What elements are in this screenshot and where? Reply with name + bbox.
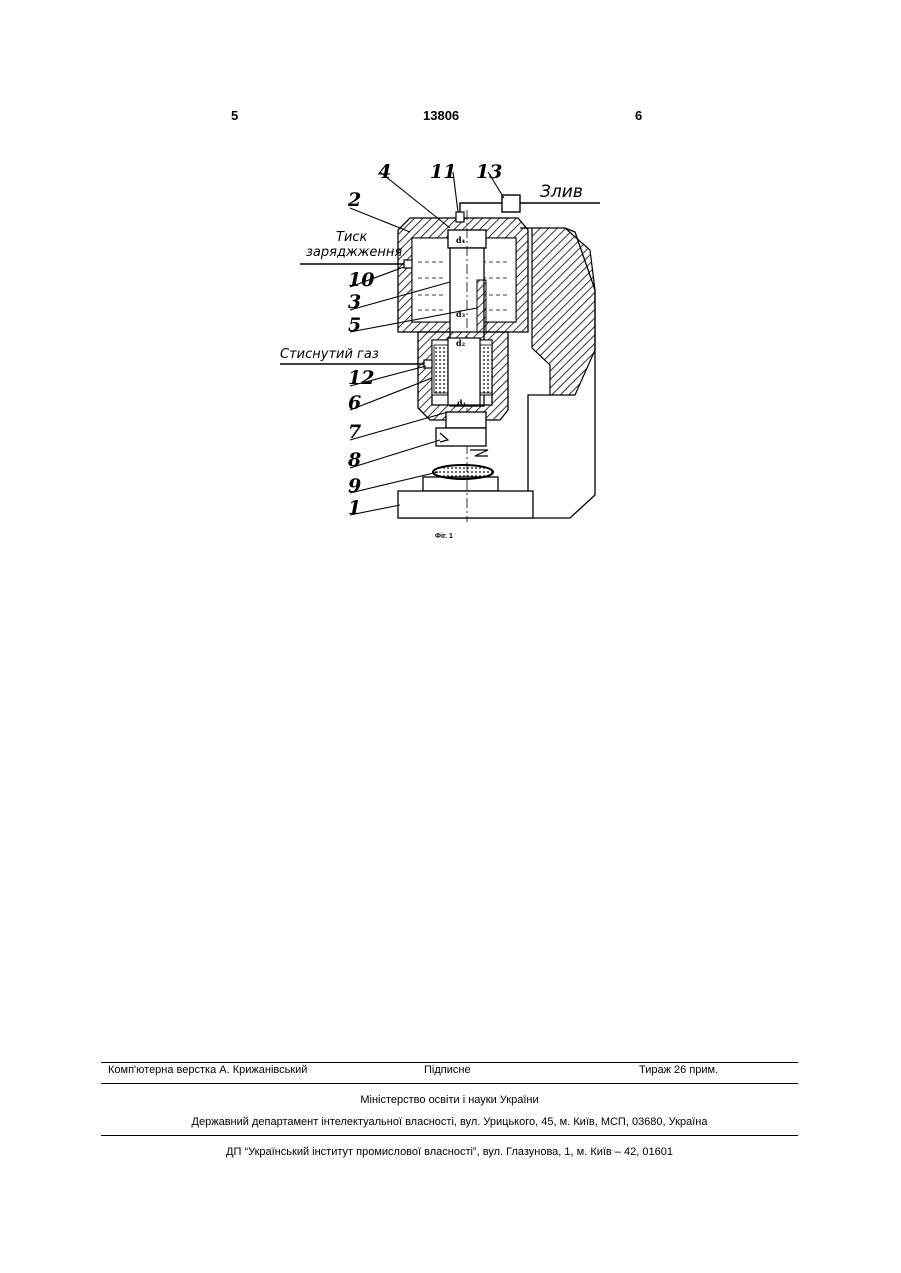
label-10: 10 [348,269,374,291]
gas-seal-right [480,345,492,393]
footer-institute: ДП “Український інститут промислової вла… [101,1146,798,1158]
gas-seal-left [434,345,448,393]
footer-rule-middle [101,1083,798,1084]
page-number-left: 5 [231,108,238,123]
dim-d2: d₂ [456,338,466,348]
label-2: 2 [347,189,361,211]
label-9: 9 [348,475,361,497]
footer-ministry: Міністерство освіти і науки України [101,1094,798,1106]
figure-caption: Фіг. 1 [435,533,453,540]
footer-rule-top [101,1062,798,1063]
label-7: 7 [348,421,361,443]
dim-d4: d₄ [456,235,466,245]
note-drain: Злив [540,182,583,202]
technical-drawing: 4 11 13 2 10 3 5 12 6 7 8 9 1 Злив Тиск … [270,150,630,530]
footer-rule-bottom [101,1135,798,1136]
label-8: 8 [347,449,361,471]
label-4: 4 [378,161,391,183]
drain-valve [502,195,520,212]
label-11: 11 [430,161,456,183]
label-3: 3 [348,291,361,313]
dim-d1: d₁ [457,398,466,408]
die [436,428,486,446]
label-5: 5 [348,314,361,336]
footer-layout: Комп'ютерна верстка А. Крижанівський [108,1064,307,1076]
label-13: 13 [476,161,502,183]
note-gas: Стиснутий газ [280,347,379,362]
footer-circulation: Тираж 26 прим. [639,1064,718,1076]
striker [446,412,486,428]
label-12: 12 [348,367,374,389]
footer-subscription: Підписне [424,1064,471,1076]
label-6: 6 [348,392,361,414]
dim-d3: d₃ [456,309,466,319]
patent-number: 13806 [423,108,459,123]
label-1: 1 [348,497,361,519]
page-number-right: 6 [635,108,642,123]
note-charge-2: заряджження [306,245,402,260]
footer-department: Державний департамент інтелектуальної вл… [101,1116,798,1128]
drain-port [456,212,464,222]
workpiece [433,465,493,479]
note-charge-1: Тиск [336,230,368,245]
